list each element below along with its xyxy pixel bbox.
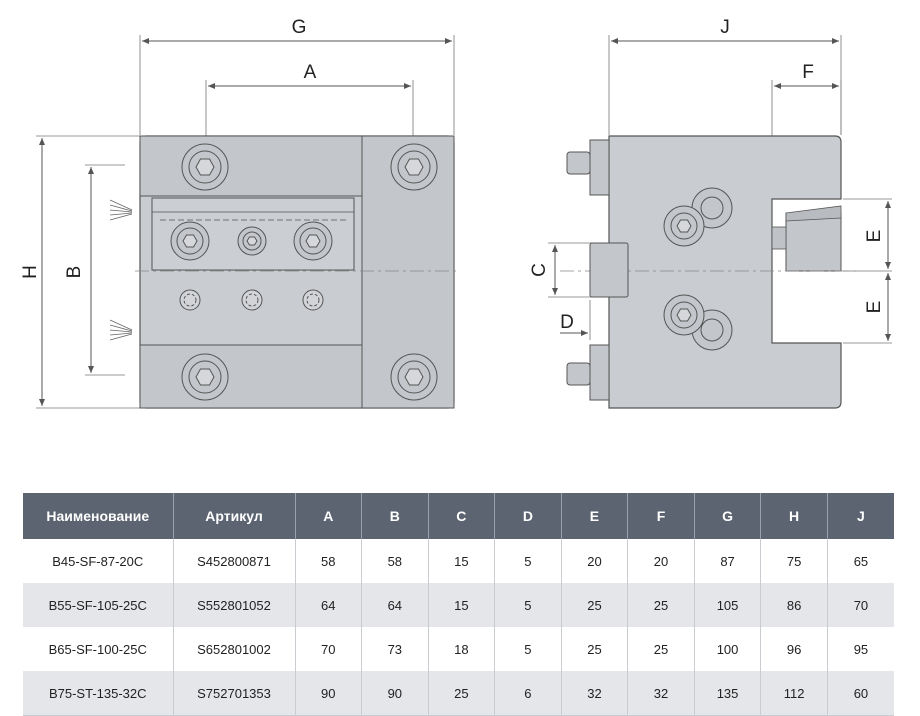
header-a: A (295, 493, 363, 539)
table-row: B65-SF-100-25C S652801002 70 73 18 5 25 … (23, 627, 894, 671)
table-header-row: Наименование Артикул A B C D E F G H J (23, 493, 894, 539)
dim-label-d: D (560, 312, 574, 333)
cell-article: S552801052 (173, 583, 296, 627)
cell-h: 96 (760, 627, 828, 671)
table-row: B45-SF-87-20C S452800871 58 58 15 5 20 2… (23, 539, 894, 583)
cell-d: 5 (494, 627, 562, 671)
dim-label-b: B (64, 266, 85, 279)
cell-b: 58 (361, 539, 429, 583)
cell-c: 25 (428, 671, 496, 716)
cell-e: 20 (561, 539, 629, 583)
header-e: E (561, 493, 629, 539)
cell-a: 70 (295, 627, 363, 671)
cell-a: 58 (295, 539, 363, 583)
cell-b: 90 (361, 671, 429, 716)
dim-label-j: J (720, 17, 730, 38)
header-j: J (827, 493, 894, 539)
cell-article: S752701353 (173, 671, 296, 716)
cell-j: 65 (853, 553, 869, 569)
cell-g: 87 (694, 539, 762, 583)
cell-article: S652801002 (173, 627, 296, 671)
mounting-hole-icons (179, 289, 324, 311)
cell-article: S452800871 (173, 539, 296, 583)
cell-a: 64 (295, 583, 363, 627)
cell-d: 5 (494, 583, 562, 627)
technical-drawing: G A H B (20, 17, 892, 409)
table-row: B75-ST-135-32C S752701353 90 90 25 6 32 … (23, 671, 894, 716)
cell-f: 20 (627, 539, 695, 583)
dim-label-f: F (802, 62, 814, 83)
cell-name: B45-SF-87-20C (23, 539, 174, 583)
header-d: D (494, 493, 562, 539)
cell-g: 100 (694, 627, 762, 671)
header-name: Наименование (23, 493, 174, 539)
table-row: B55-SF-105-25C S552801052 64 64 15 5 25 … (23, 583, 894, 627)
dim-label-e-bottom: E (864, 301, 885, 314)
cell-name: B55-SF-105-25C (23, 583, 174, 627)
header-f: F (627, 493, 695, 539)
dim-label-g: G (292, 17, 307, 38)
front-view: G A H B (20, 17, 460, 409)
cell-a: 90 (295, 671, 363, 716)
side-body (608, 135, 842, 409)
dimensions-table: Наименование Артикул A B C D E F G H J B… (23, 493, 894, 716)
cell-c: 15 (428, 583, 496, 627)
corner-bolt-icons (181, 143, 438, 401)
cell-g: 105 (694, 583, 762, 627)
slide-screw-icons (170, 221, 333, 261)
header-h: H (760, 493, 828, 539)
angled-screw-icons (663, 187, 733, 351)
spring-icon (109, 199, 133, 341)
cell-b: 73 (361, 627, 429, 671)
cell-d: 6 (494, 671, 562, 716)
cell-j: 60 (827, 671, 894, 716)
dim-label-c: C (529, 263, 550, 277)
cell-f: 25 (627, 627, 695, 671)
header-article: Артикул (173, 493, 296, 539)
cell-name: B65-SF-100-25C (23, 627, 174, 671)
cell-e: 25 (561, 583, 629, 627)
header-g: G (694, 493, 762, 539)
cell-j: 70 (827, 583, 894, 627)
cell-f: 32 (627, 671, 695, 716)
cell-e: 32 (561, 671, 629, 716)
dim-label-a: A (304, 62, 317, 83)
cell-d: 5 (494, 539, 562, 583)
dim-label-e-top: E (864, 230, 885, 243)
cell-name: B75-ST-135-32C (23, 671, 174, 716)
cell-h: 112 (760, 671, 828, 716)
cell-f: 25 (627, 583, 695, 627)
cell-c: 15 (428, 539, 496, 583)
header-c: C (428, 493, 496, 539)
cell-b: 64 (361, 583, 429, 627)
cell-h: 86 (760, 583, 828, 627)
header-b: B (361, 493, 429, 539)
cell-h: 75 (760, 539, 828, 583)
cell-c: 18 (428, 627, 496, 671)
dim-label-h: H (20, 265, 41, 279)
side-view: J F C D E E (529, 17, 892, 409)
cell-j: 95 (853, 641, 869, 657)
cell-e: 25 (561, 627, 629, 671)
